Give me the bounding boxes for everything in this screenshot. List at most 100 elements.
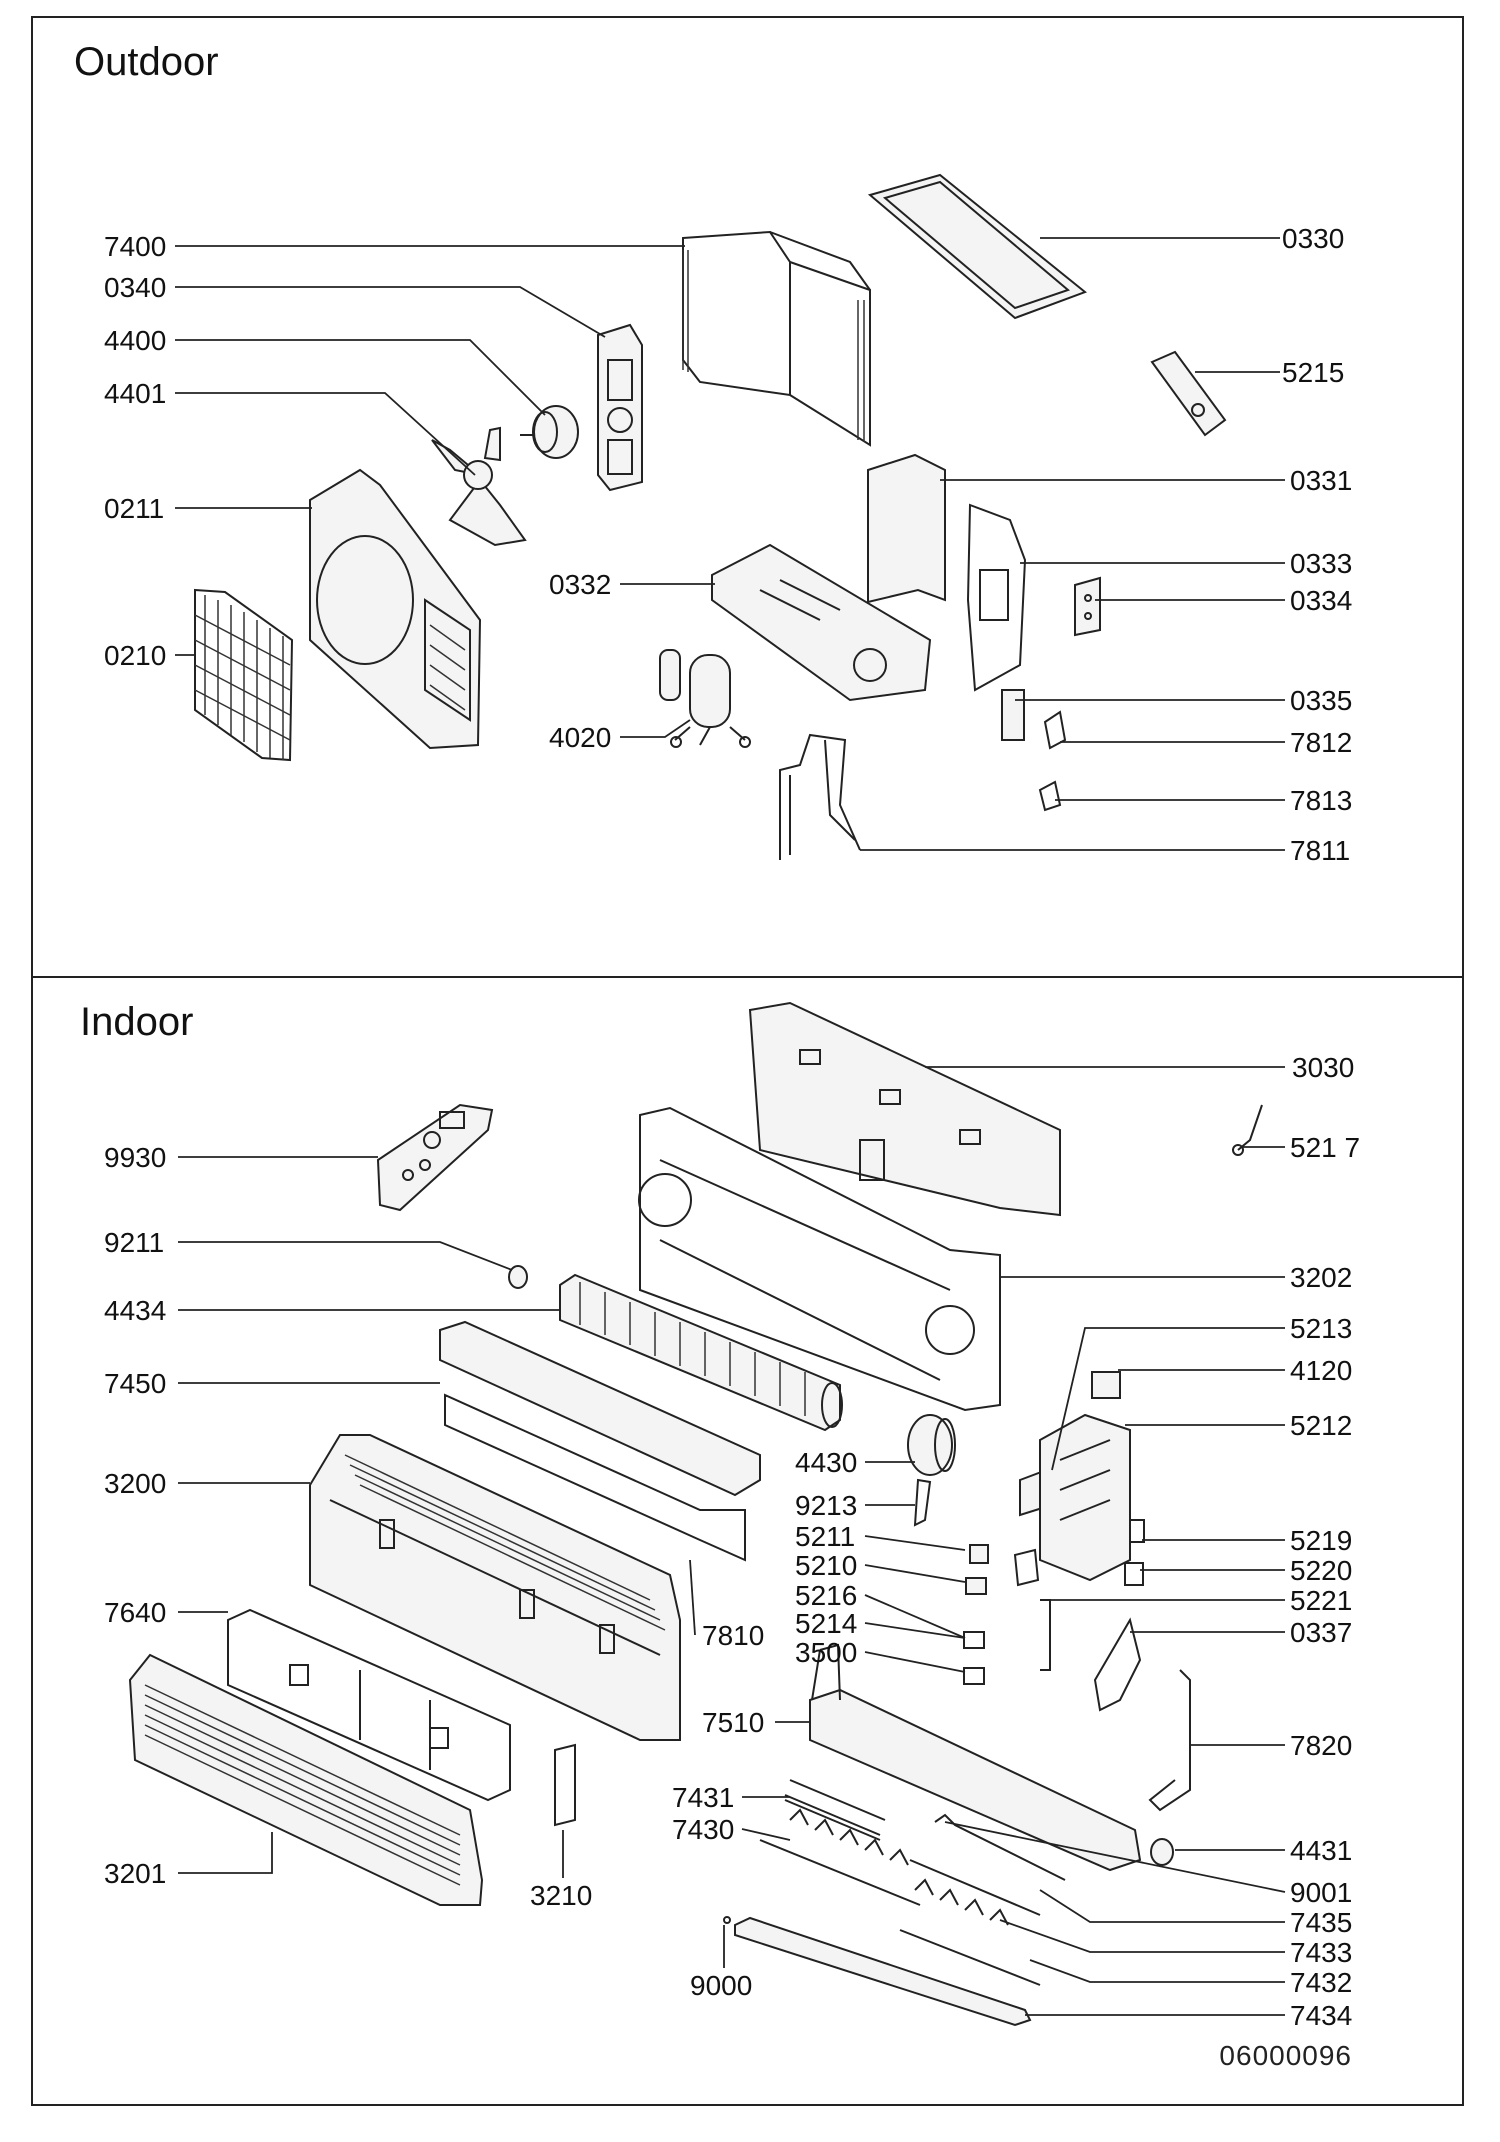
motor-clip — [913, 1478, 932, 1527]
callout-0340: 0340 — [104, 272, 166, 303]
relay-small-b — [1124, 1562, 1144, 1586]
callout-9001: 9001 — [1290, 1877, 1352, 1908]
callout-5215: 5215 — [1282, 357, 1344, 388]
drain-pipe-indoor — [1148, 1669, 1191, 1812]
leader-7435 — [1039, 1889, 1285, 1923]
terminal-board — [1074, 576, 1101, 637]
leader-5214 — [864, 1622, 966, 1639]
vanes-right — [899, 1859, 1041, 1986]
compressor — [659, 649, 751, 748]
callout-5221: 5221 — [1290, 1585, 1352, 1616]
vane-rod-lower — [759, 1839, 921, 1906]
callout-0330: 0330 — [1282, 223, 1344, 254]
front-cabinet — [309, 1434, 681, 1741]
horizontal-louver — [734, 1916, 1032, 2027]
pcb-small-b — [963, 1667, 985, 1685]
callout-7640: 7640 — [104, 1597, 166, 1628]
leader-3500 — [864, 1651, 966, 1673]
link-rod-right — [934, 1813, 1066, 1881]
condenser-coil — [682, 230, 871, 447]
callout-5214: 5214 — [795, 1608, 857, 1639]
pipe-bracket-indoor — [1093, 1617, 1142, 1712]
valve-small-a — [1043, 710, 1067, 750]
relay-small-a — [1129, 1519, 1145, 1543]
callout-7434: 7434 — [1290, 2000, 1352, 2031]
callout-5219: 5219 — [1290, 1525, 1352, 1556]
cross-flow-fan — [559, 1273, 843, 1432]
fan-bearing — [1150, 1838, 1174, 1866]
callout-7510: 7510 — [702, 1707, 764, 1738]
callout-0334: 0334 — [1290, 585, 1352, 616]
base-pan — [711, 543, 932, 702]
callout-0333: 0333 — [1290, 548, 1352, 579]
callout-7431: 7431 — [672, 1782, 734, 1813]
callout-3030: 3030 — [1292, 1052, 1354, 1083]
motor-bracket — [597, 323, 643, 492]
leader-9001 — [944, 1821, 1286, 1893]
display-cover — [554, 1743, 576, 1827]
indoor-fan-motor — [907, 1414, 956, 1476]
leader-5210 — [864, 1564, 966, 1583]
screw-small — [723, 1916, 731, 1924]
callout-5220: 5220 — [1290, 1555, 1352, 1586]
callout-5211: 5211 — [795, 1521, 855, 1552]
callout-0332: 0332 — [549, 569, 611, 600]
callout-4020: 4020 — [549, 722, 611, 753]
callout-0211: 0211 — [104, 493, 164, 524]
outdoor-parts-drawing — [194, 173, 1227, 860]
mounting-plate — [748, 1001, 1061, 1217]
front-panel — [309, 468, 482, 750]
callout-3210: 3210 — [530, 1880, 592, 1911]
partition-plate — [867, 453, 946, 604]
leader-7810 — [689, 1559, 696, 1636]
front-grille-panel — [128, 1653, 484, 1906]
callout-0210: 0210 — [104, 640, 166, 671]
remote-control — [376, 1103, 494, 1212]
callout-9211: 9211 — [104, 1227, 164, 1258]
callout-7433: 7433 — [1290, 1937, 1352, 1968]
callout-7450: 7450 — [104, 1368, 166, 1399]
callout-7812: 7812 — [1290, 727, 1352, 758]
callout-0335: 0335 — [1290, 685, 1352, 716]
leader-lines — [175, 237, 1286, 2016]
callout-labels: 7400 0340 4400 4401 0211 0210 0332 4020 … — [104, 223, 1360, 2031]
sensor-holder — [969, 1544, 989, 1564]
front-grille — [194, 588, 294, 762]
temperature-sensor — [1150, 350, 1227, 437]
indoor-section-frame — [31, 976, 1464, 2106]
sensor-clip — [965, 1577, 987, 1595]
indoor-parts-drawing — [128, 1001, 1263, 2027]
callout-7430: 7430 — [672, 1814, 734, 1845]
leader-7432 — [1029, 1959, 1285, 1983]
callout-4401: 4401 — [104, 378, 166, 409]
callout-7435: 7435 — [1290, 1907, 1352, 1938]
terminal-block-indoor — [1013, 1548, 1051, 1671]
callout-7400: 7400 — [104, 231, 166, 262]
leader-0340 — [175, 286, 606, 338]
top-cover-panel — [867, 173, 1087, 320]
fan-motor — [520, 405, 579, 459]
callout-7811: 7811 — [1290, 835, 1350, 866]
leader-9211 — [178, 1241, 513, 1271]
control-box-indoor — [1039, 1413, 1131, 1582]
callout-4431: 4431 — [1290, 1835, 1352, 1866]
leader-3201 — [178, 1832, 273, 1874]
pipe-assembly — [779, 733, 861, 860]
callout-7813: 7813 — [1290, 785, 1352, 816]
callout-4434: 4434 — [104, 1295, 166, 1326]
callout-9000: 9000 — [690, 1970, 752, 2001]
callout-7820: 7820 — [1290, 1730, 1352, 1761]
callout-5216: 5216 — [795, 1580, 857, 1611]
document-id: 06000096 — [1219, 2040, 1352, 2071]
outdoor-section-title: Outdoor — [74, 40, 219, 84]
callout-0337: 0337 — [1290, 1617, 1352, 1648]
control-box — [966, 503, 1027, 692]
drain-pan — [809, 1643, 1142, 1872]
valve-small-b — [1038, 780, 1062, 812]
callout-9213: 9213 — [795, 1490, 857, 1521]
leader-5211 — [864, 1535, 966, 1551]
transformer — [1091, 1371, 1121, 1399]
callout-3200: 3200 — [104, 1468, 166, 1499]
indoor-chassis — [638, 1106, 1001, 1412]
callout-4430: 4430 — [795, 1447, 857, 1478]
